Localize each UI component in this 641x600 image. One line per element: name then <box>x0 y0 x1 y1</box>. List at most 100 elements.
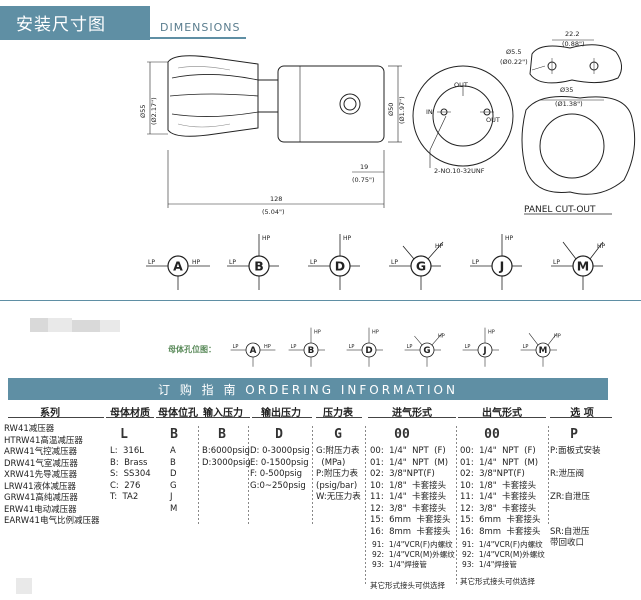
port-letter: D <box>365 346 372 356</box>
d19-in: (0.75") <box>352 176 375 184</box>
port-letter: G <box>416 259 426 274</box>
code-outlet-pressure: D <box>275 427 283 442</box>
inlet-note: 其它形式接头可供选择 <box>370 581 445 590</box>
lp-label: LP <box>553 259 560 266</box>
port-letter: G <box>423 346 430 356</box>
lp-label: LP <box>310 259 317 266</box>
header-subtitle: DIMENSIONS <box>160 21 241 34</box>
gauge-list: G:附压力表 (MPa) P:附压力表 (psig/bar) W:无压力表 <box>316 446 361 502</box>
hp-label: HP <box>488 330 495 336</box>
hdr-options: 选 项 <box>570 408 594 419</box>
header-rule <box>106 417 154 418</box>
outlet-note: 其它形式接头可供选择 <box>460 577 535 586</box>
header-rule <box>252 417 312 418</box>
out-top-label: OUT <box>454 81 468 89</box>
code-outlet: 00 <box>484 427 500 442</box>
hp-line <box>427 241 444 260</box>
lp-label: LP <box>349 344 355 350</box>
d50-mm: Ø50 <box>387 103 395 116</box>
holes-list: A B D G J M <box>170 446 178 514</box>
header-rule <box>368 417 456 418</box>
outlet-pressure-list: D: 0-3000psig E: 0-1500psig F: 0-500psig… <box>250 446 310 491</box>
port-line <box>562 241 577 260</box>
panel-cutout-label: PANEL CUT-OUT <box>524 205 596 215</box>
watermark-block <box>30 318 48 332</box>
port-line <box>414 335 423 346</box>
hp-label: HP <box>554 333 561 339</box>
port-circle <box>572 255 594 277</box>
hdr-material: 母体材质 <box>110 408 150 419</box>
holes-label: 母体孔位图： <box>168 345 216 354</box>
code-gauge: G <box>334 427 342 442</box>
watermark-block <box>100 320 120 332</box>
divider <box>548 426 549 526</box>
d55-in: (Ø2.17") <box>150 97 158 125</box>
port-circle <box>410 255 432 277</box>
port-diagram-g: G LP HP <box>389 241 444 290</box>
hdr-outlet-pressure: 输出压力 <box>261 408 301 419</box>
inlet-list: 00: 1/4" NPT (F) 01: 1/4" NPT (M) 02: 3/… <box>370 446 451 537</box>
outlet-list: 00: 1/4" NPT (F) 01: 1/4" NPT (M) 02: 3/… <box>460 446 541 537</box>
header-underline <box>150 37 246 39</box>
hp-line <box>547 333 558 346</box>
lp-label: LP <box>523 344 529 350</box>
port-circle <box>245 342 261 358</box>
hdr-inlet-pressure: 输入压力 <box>203 408 243 419</box>
dimension-drawing: 128 (5.04") Ø55 (Ø2.17") Ø50 (Ø1.97") 19… <box>139 30 636 216</box>
d19-mm: 19 <box>360 163 368 171</box>
hp-label: HP <box>264 344 271 350</box>
lp-label: LP <box>407 344 413 350</box>
hp-label: HP <box>372 330 379 336</box>
hole-in: (Ø0.22") <box>500 58 528 66</box>
divider <box>312 426 313 526</box>
port-letter: A <box>173 259 183 274</box>
lp-label: LP <box>472 259 479 266</box>
header-rule <box>458 417 546 418</box>
hp-label: HP <box>435 243 444 250</box>
hp-label: HP <box>262 235 271 242</box>
lp-label: LP <box>391 259 398 266</box>
hp-label: HP <box>343 235 352 242</box>
hp-line <box>431 333 443 346</box>
code-inlet-pressure: B <box>218 427 226 442</box>
code-options: P <box>570 427 578 442</box>
port-letter: J <box>499 259 505 274</box>
hole-mm: Ø5.5 <box>506 48 521 56</box>
inlet-pressure-list: B:6000psig D:3000psig <box>202 446 251 468</box>
separator <box>0 300 641 301</box>
out-right-label: OUT <box>486 116 500 124</box>
regulator-front-view <box>412 65 514 168</box>
port-letter: J <box>482 346 486 356</box>
header-rule <box>156 417 200 418</box>
port-circle <box>361 342 377 358</box>
ordering-banner <box>8 378 608 400</box>
port-letter: M <box>577 259 589 274</box>
divider <box>198 426 199 526</box>
lp-label: LP <box>148 259 155 266</box>
screws-label: 2-NO.10-32UNF <box>434 167 485 175</box>
divider <box>365 426 366 586</box>
cutout-mm: Ø35 <box>560 86 573 94</box>
port-circle <box>167 255 189 277</box>
port-diagram-m: M LP HP <box>551 241 606 290</box>
hp-label: HP <box>314 330 321 336</box>
lp-label: LP <box>229 259 236 266</box>
in-label: IN <box>426 108 433 116</box>
hdr-holes: 母体位孔 <box>158 408 198 419</box>
lp-label: LP <box>233 344 239 350</box>
port-circle <box>419 342 435 358</box>
outlet-list-small: 91: 1/4"VCR(F)内螺纹 92: 1/4"VCR(M)外螺纹 93: … <box>462 540 545 569</box>
hp-label: HP <box>597 243 606 250</box>
inlet-list-small: 91: 1/4"VCR(F)内螺纹 92: 1/4"VCR(M)外螺纹 93: … <box>372 540 455 569</box>
divider <box>248 426 249 526</box>
port-circle <box>477 342 493 358</box>
series-list: RW41减压器 HTRW41高温减压器 ARW41气控减压器 DRW41气室减压… <box>4 424 100 526</box>
